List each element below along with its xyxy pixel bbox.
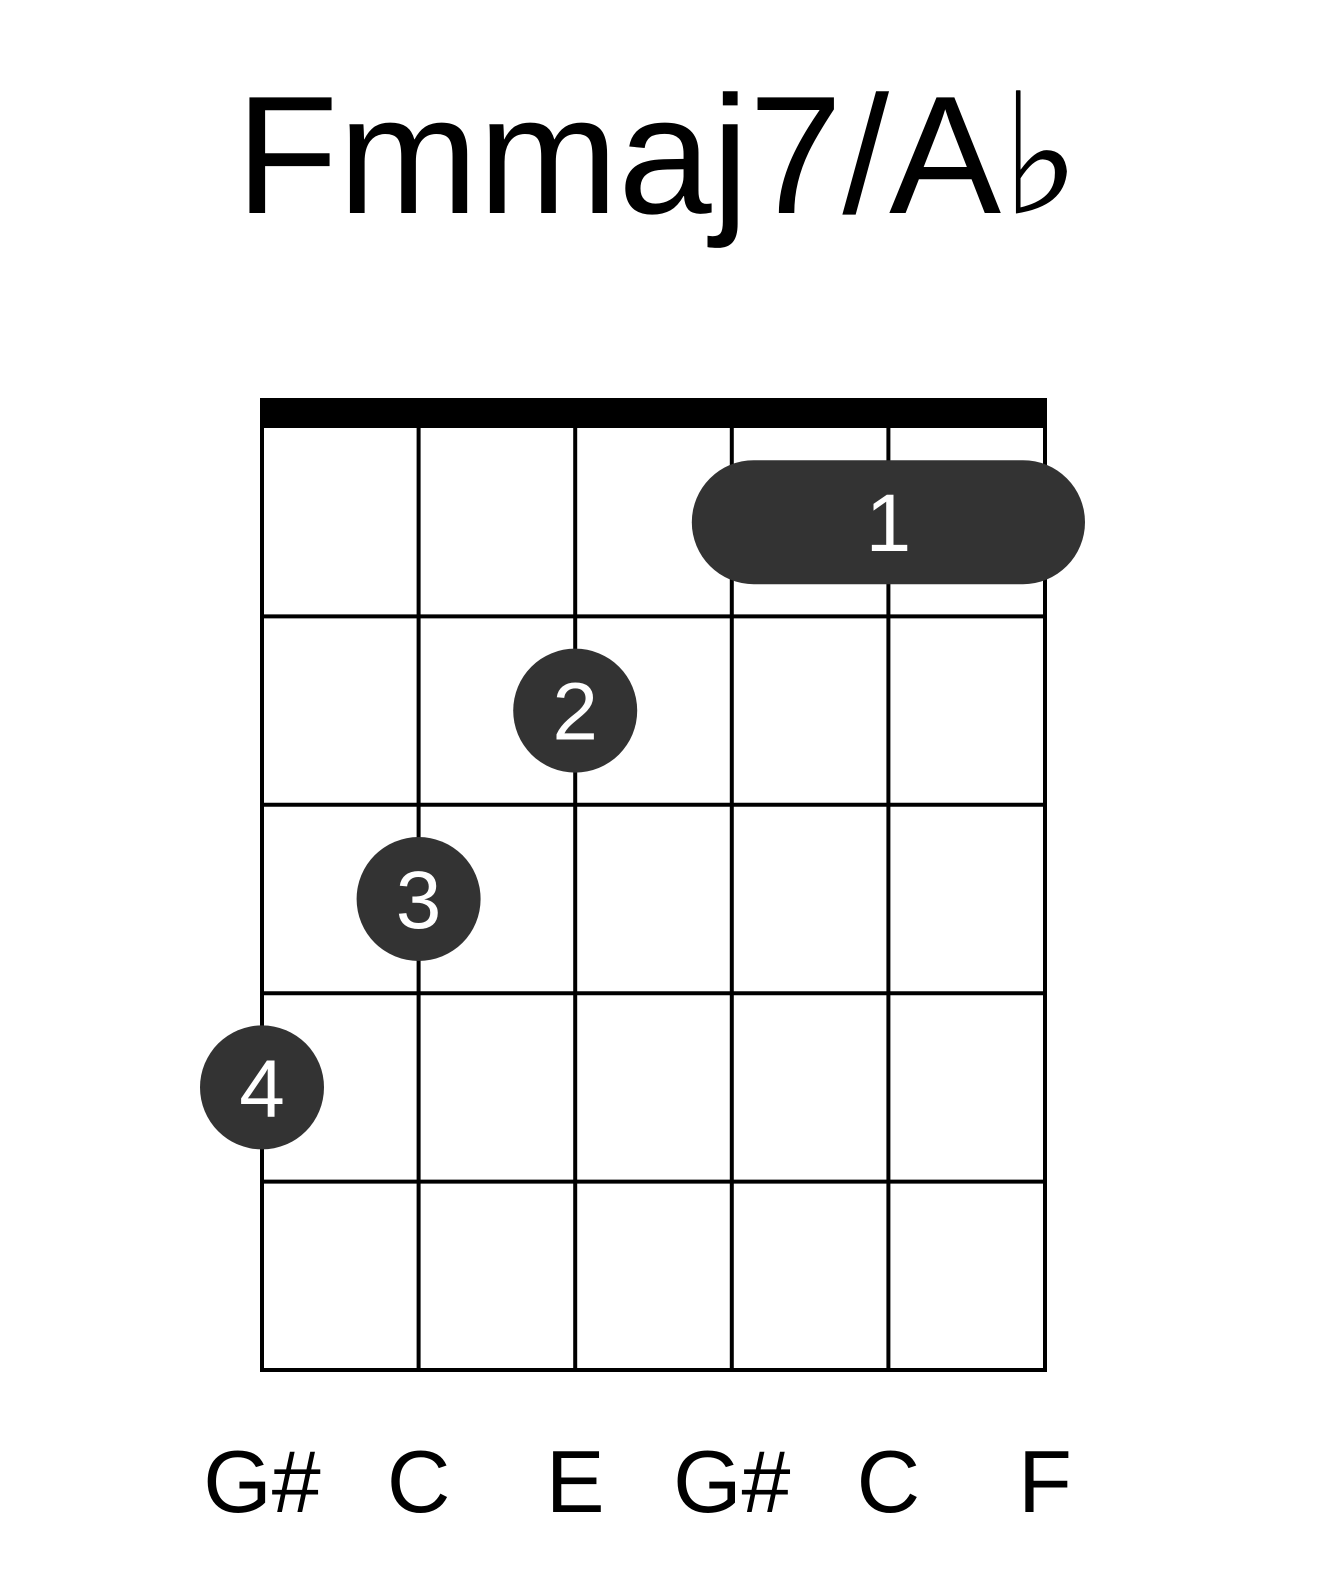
finger-dot-4: 4 — [200, 1025, 324, 1150]
finger-number: 2 — [552, 667, 598, 758]
note-label-string-1: G# — [203, 1432, 320, 1531]
finger-number: 4 — [239, 1043, 285, 1134]
note-label-string-3: E — [546, 1432, 605, 1531]
dot-shape — [200, 1025, 324, 1150]
barre-shape — [691, 460, 1085, 585]
barre-marker-1: 1 — [691, 460, 1085, 585]
finger-markers: 1 2 3 4 — [200, 460, 1085, 1150]
note-label-string-6: F — [1018, 1432, 1072, 1531]
nut — [260, 398, 1047, 428]
dot-shape — [356, 837, 481, 961]
dot-shape — [513, 648, 638, 773]
finger-dot-2: 2 — [513, 648, 638, 773]
note-label-string-4: G# — [673, 1432, 790, 1531]
finger-number: 3 — [396, 855, 442, 946]
note-label-string-2: C — [387, 1432, 451, 1531]
fretboard-grid — [260, 398, 1047, 1372]
note-label-string-5: C — [857, 1432, 921, 1531]
finger-dot-3: 3 — [356, 837, 481, 961]
chord-title: Fmmaj7/A♭ — [236, 61, 1081, 249]
finger-number: 1 — [866, 478, 912, 569]
